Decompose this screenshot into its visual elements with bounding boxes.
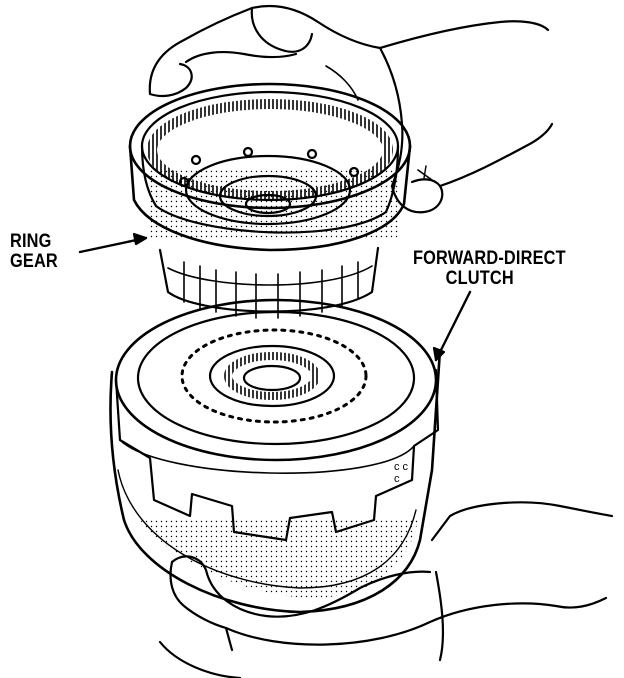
ring-gear xyxy=(128,82,412,319)
clutch-label-line1: FORWARD-DIRECT xyxy=(413,248,566,269)
ring-gear-label-line2: GEAR xyxy=(10,251,58,272)
forward-direct-clutch-label: FORWARD-DIRECT CLUTCH xyxy=(413,249,566,289)
svg-text:c: c xyxy=(394,473,400,485)
ring-gear-label: RING GEAR xyxy=(10,232,58,272)
ring-gear-label-line1: RING xyxy=(10,231,52,252)
lower-hand xyxy=(158,501,614,678)
clutch-label-line2: CLUTCH xyxy=(445,268,514,289)
forward-direct-clutch: c c c xyxy=(109,298,442,614)
svg-text:c c: c c xyxy=(394,461,409,473)
ring-gear-leader xyxy=(78,232,148,254)
clutch-leader xyxy=(432,290,472,362)
